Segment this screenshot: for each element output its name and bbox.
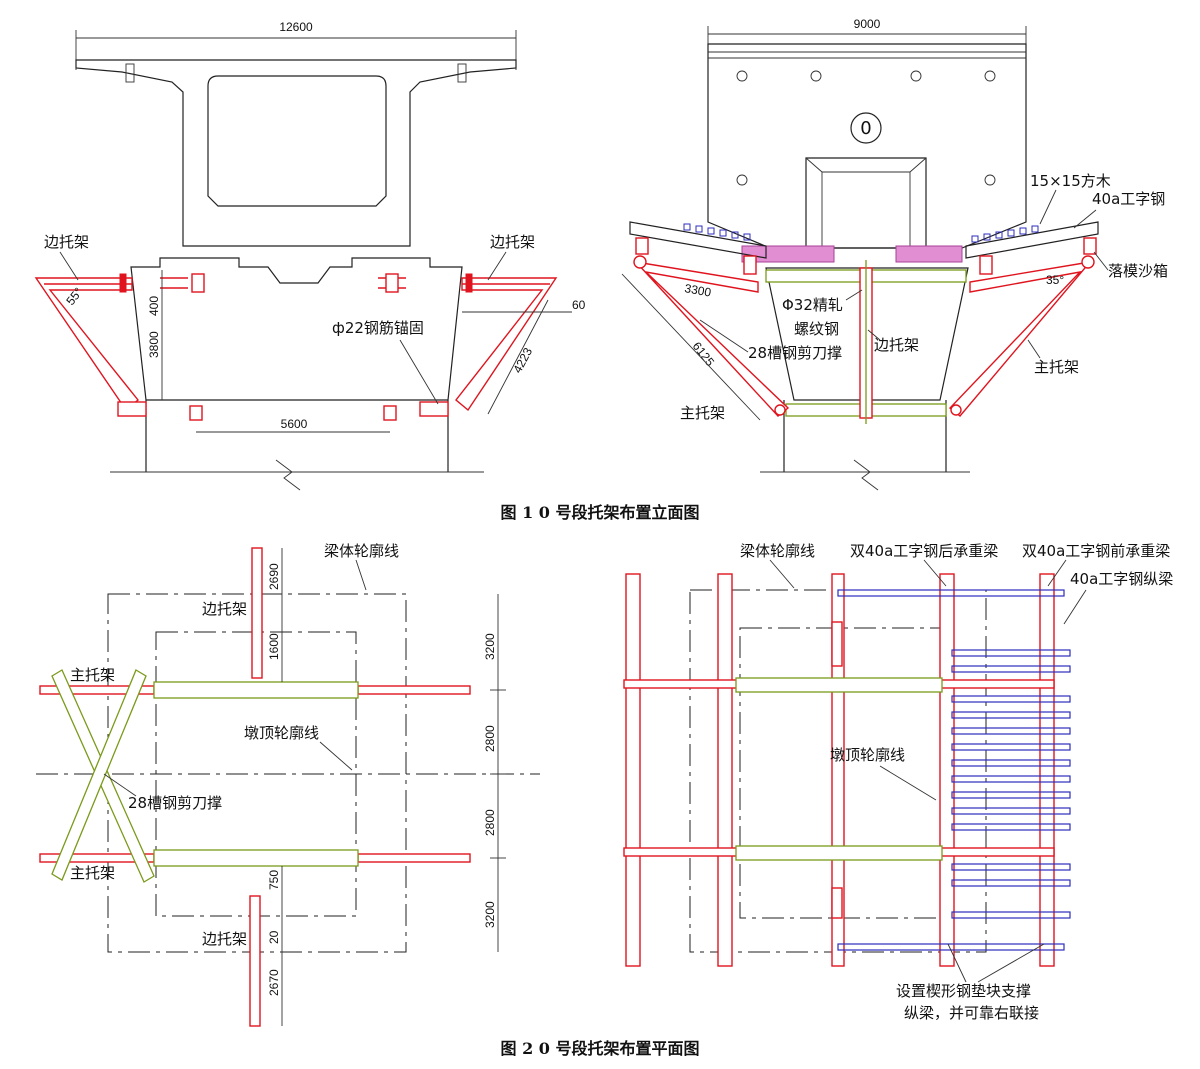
- box-girder-void: [207, 75, 387, 207]
- label-pier-outline: 墩顶轮廓线: [244, 724, 319, 742]
- label-rebar-1: Φ32精轧: [782, 296, 843, 314]
- dim-2800b: 2800: [483, 809, 497, 836]
- main-bracket-right: [948, 260, 1092, 417]
- label-scissor-brace-plan: 28槽钢剪刀撑: [128, 794, 222, 812]
- label-sand-box: 落模沙箱: [1108, 262, 1168, 280]
- label-beam-outline-right: 梁体轮廓线: [740, 542, 815, 560]
- segment-0-outline: [707, 43, 1027, 249]
- edge-bracket-right: [455, 277, 558, 412]
- anchor-rebars: [160, 273, 406, 421]
- label-edge-bracket-right: 边托架: [490, 233, 535, 251]
- label-rebar-2: 螺纹钢: [794, 320, 839, 338]
- edge-bracket-top-plan: [251, 547, 263, 679]
- label-edge-bracket-top: 边托架: [202, 600, 247, 618]
- fig1-right-elevation: 9000 0: [621, 17, 1168, 491]
- longitudinal-i-beams: [837, 589, 1071, 951]
- label-rear-beam: 双40a工字钢后承重梁: [850, 542, 998, 560]
- dim-5600: 5600: [281, 417, 308, 431]
- label-main-bracket-left: 主托架: [680, 404, 725, 422]
- main-bracket-left: [634, 260, 790, 417]
- edge-bracket-bottom-plan: [249, 895, 261, 1027]
- cross-beam-bottom: [153, 849, 359, 867]
- figure2-caption: 图 2 0 号段托架布置平面图: [501, 1039, 700, 1058]
- front-bearing-beam: [1039, 573, 1055, 967]
- dim-3800: 3800: [147, 331, 161, 358]
- dim-12600: 12600: [279, 20, 313, 34]
- sand-box-right: [1083, 237, 1097, 255]
- label-anchor: ф22钢筋锚固: [332, 319, 424, 337]
- note-line-1: 设置楔形钢垫块支撑: [896, 982, 1031, 1000]
- label-pier-outline-right: 墩顶轮廓线: [830, 746, 905, 764]
- edge-bracket-left: [34, 277, 139, 412]
- dim-3200b: 3200: [483, 901, 497, 928]
- segment-0-id: 0: [860, 118, 871, 139]
- dim-2690: 2690: [267, 563, 281, 590]
- dim-400: 400: [147, 296, 161, 316]
- label-scissor-brace: 28槽钢剪刀撑: [748, 344, 842, 362]
- dim-2800a: 2800: [483, 725, 497, 752]
- dim-60: 60: [572, 298, 586, 312]
- sand-box-left: [635, 237, 649, 255]
- fig2-left-plan: 3200 2800 2800 3200 2690 1600 750 20 267…: [36, 542, 540, 1027]
- label-timber: 15×15方木: [1030, 172, 1111, 190]
- label-long-beam: 40a工字钢纵梁: [1070, 570, 1173, 588]
- dim-1600: 1600: [267, 633, 281, 660]
- label-edge-bracket-bottom: 边托架: [202, 930, 247, 948]
- dim-750: 750: [267, 870, 281, 890]
- fig2-right-plan: 梁体轮廓线 双40a工字钢后承重梁 双40a工字钢前承重梁 40a工字钢纵梁 墩…: [623, 542, 1173, 1022]
- dim-3300: 3300: [683, 281, 712, 299]
- label-main-bracket-bottom: 主托架: [70, 864, 115, 882]
- timber-blocks: [683, 223, 1039, 243]
- figure1-caption: 图 1 0 号段托架布置立面图: [501, 503, 700, 522]
- dim-4223: 4223: [510, 345, 535, 375]
- dim-3200a: 3200: [483, 633, 497, 660]
- note-line-2: 纵梁，并可靠右联接: [904, 1004, 1039, 1022]
- dim-9000: 9000: [854, 17, 881, 31]
- label-edge-bracket-left: 边托架: [44, 233, 89, 251]
- angle-35: 35°: [1046, 273, 1064, 287]
- label-i-beam: 40a工字钢: [1092, 190, 1165, 208]
- dim-2670: 2670: [267, 969, 281, 996]
- fig1-left-elevation: 12600 边托架 边: [34, 20, 586, 491]
- label-beam-outline: 梁体轮廓线: [324, 542, 399, 560]
- dim-20: 20: [267, 930, 281, 944]
- box-girder-section: [75, 59, 517, 247]
- label-main-bracket-right: 主托架: [1034, 358, 1079, 376]
- segment-0-marker: [850, 112, 882, 144]
- cross-beam-top: [153, 681, 359, 699]
- rear-bearing-beam: [939, 573, 955, 967]
- label-edge-bracket: 边托架: [874, 336, 919, 354]
- pier-outline-side: [765, 267, 969, 401]
- label-main-bracket-top: 主托架: [70, 666, 115, 684]
- pier-outline: [130, 257, 463, 401]
- label-front-beam: 双40a工字钢前承重梁: [1022, 542, 1170, 560]
